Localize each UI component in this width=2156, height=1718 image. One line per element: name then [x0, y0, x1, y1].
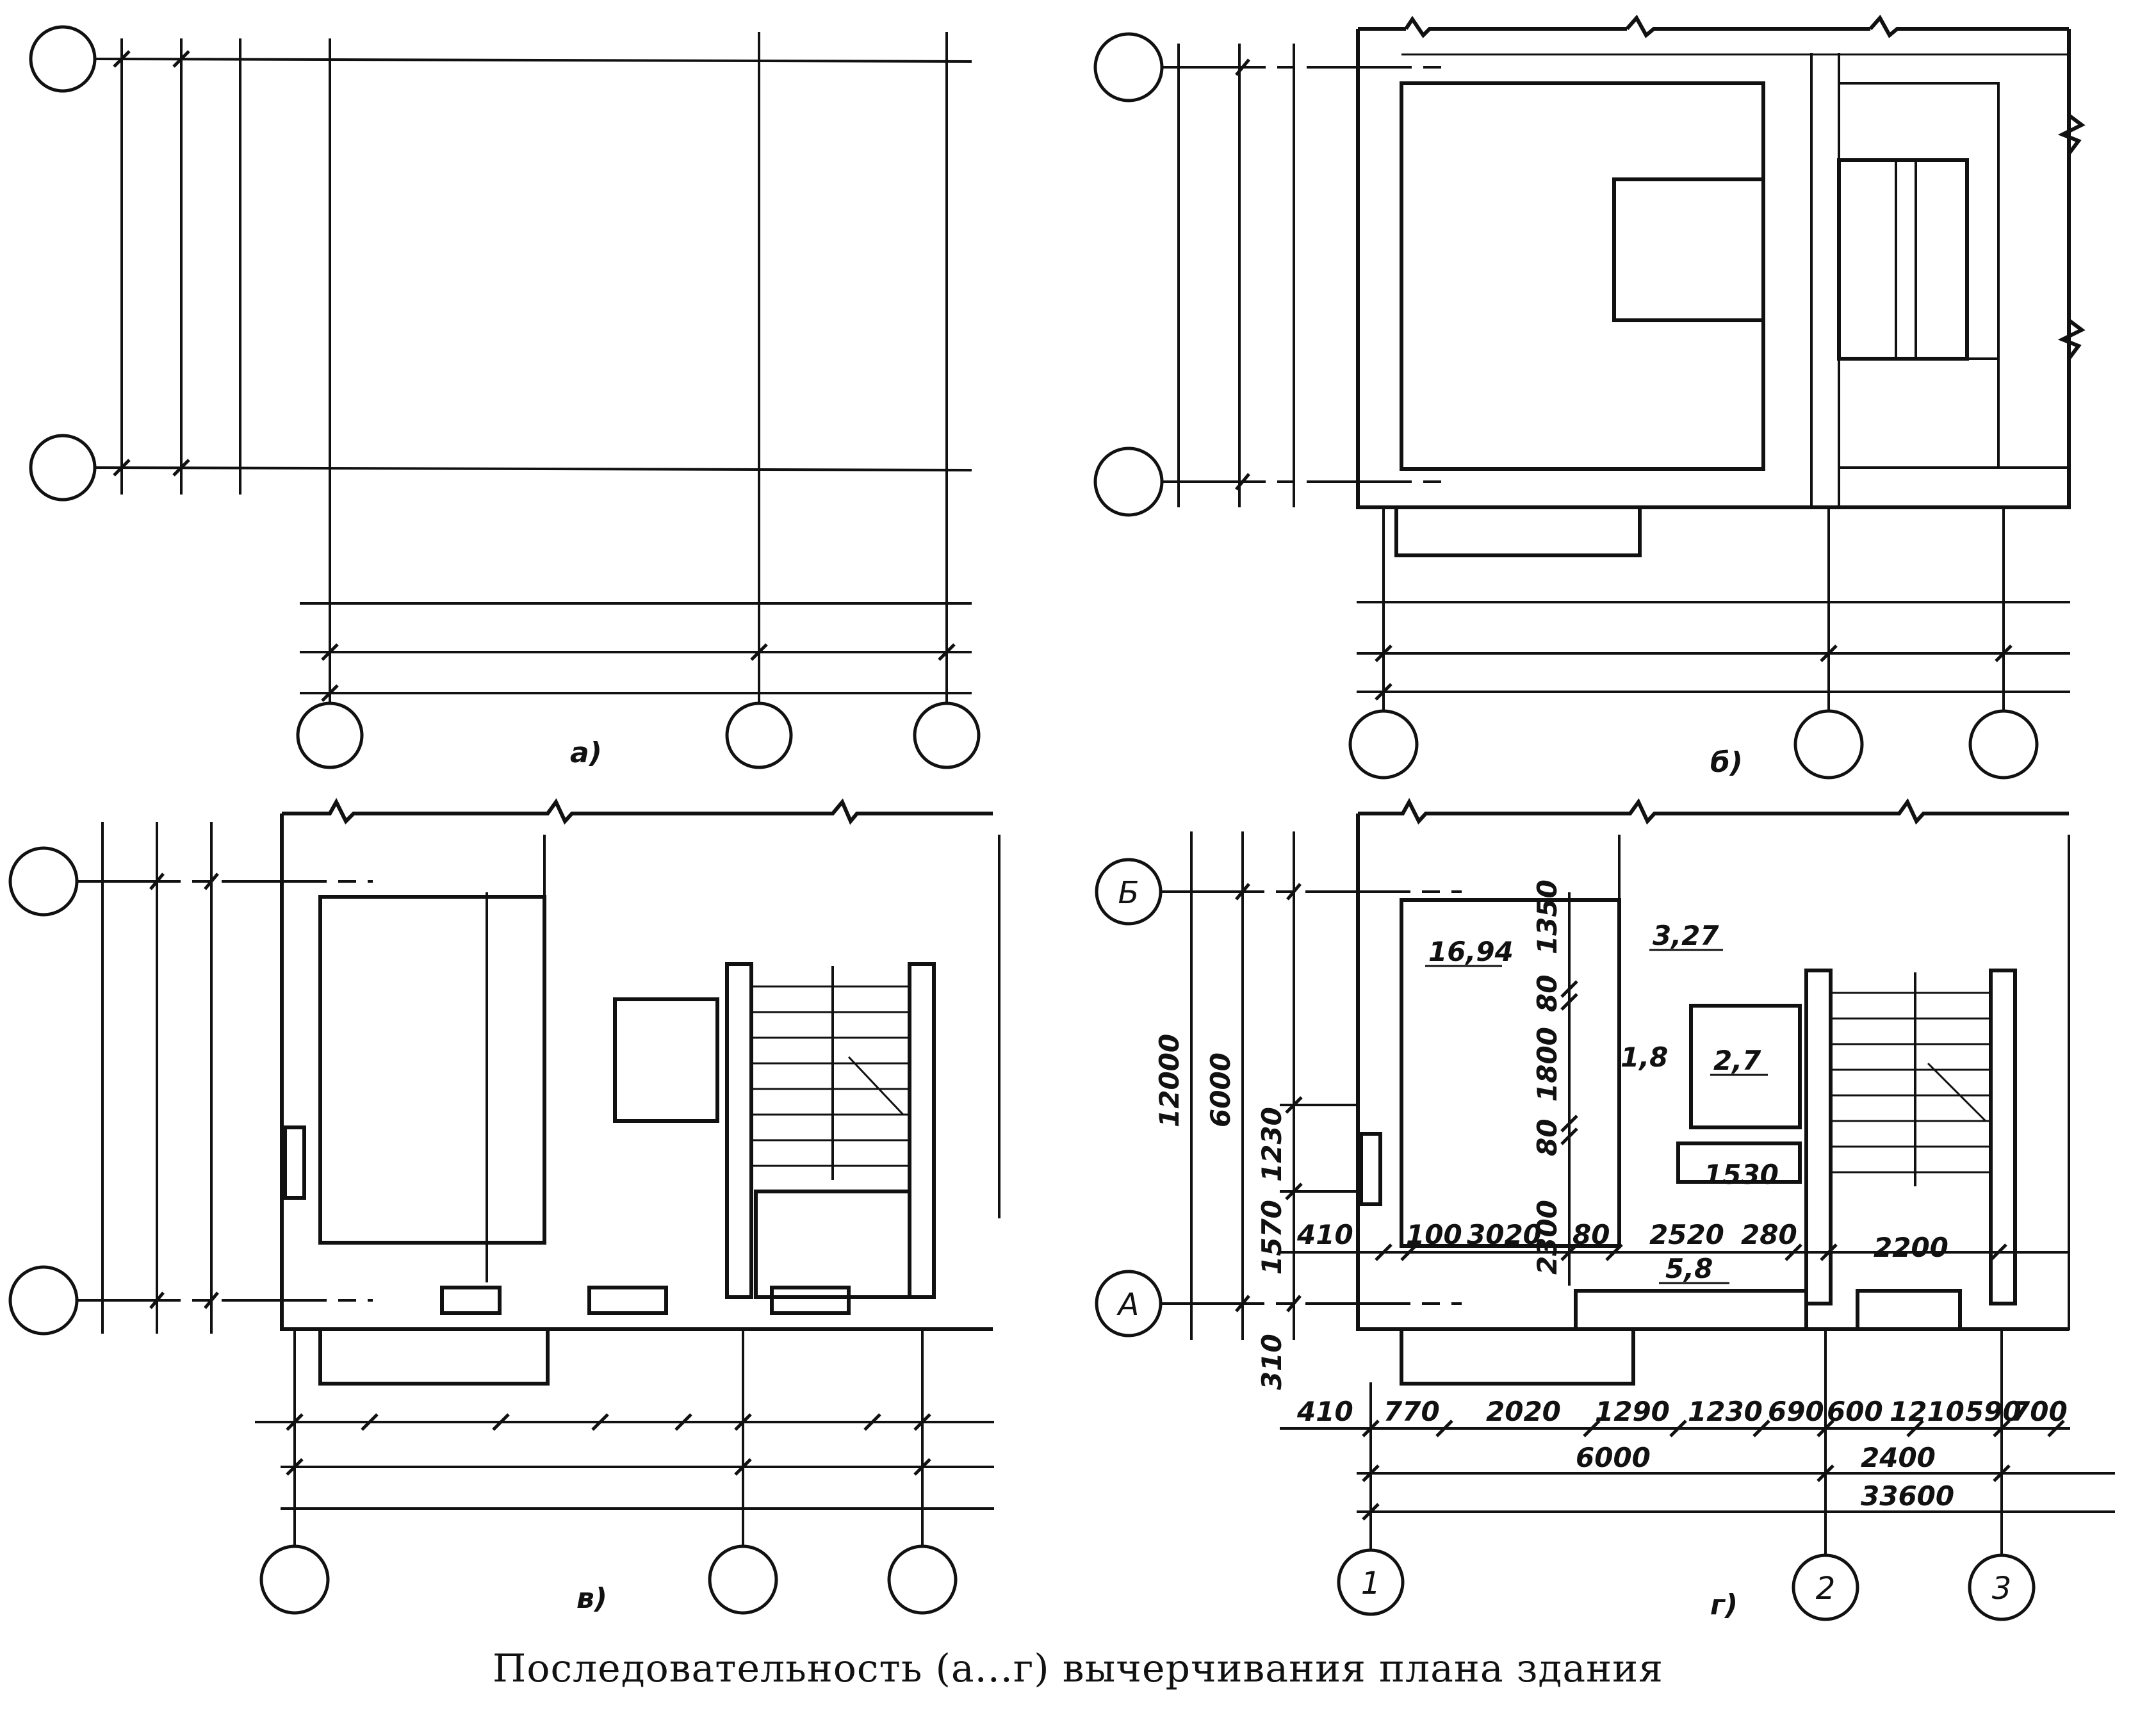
dim-b-410: 410 [1296, 1396, 1353, 1427]
axis-label-B: Б [1118, 875, 1139, 911]
dim-row-410: 410 [1296, 1219, 1353, 1250]
dim-row-80: 80 [1572, 1219, 1610, 1250]
axis-marker-circle [913, 701, 981, 769]
axis-marker-circle [29, 25, 97, 93]
axis-label-A: А [1116, 1287, 1139, 1323]
dim-80-a: 80 [1531, 975, 1563, 1012]
dim-1570: 1570 [1256, 1200, 1287, 1275]
axis-marker-circle [296, 701, 364, 769]
dim-1230-v: 1230 [1256, 1107, 1287, 1182]
axis-label-3: 3 [1992, 1571, 2012, 1607]
dim-b-600: 600 [1827, 1396, 1883, 1427]
area-hall: 1,8 [1621, 1042, 1668, 1073]
dim-b-690: 690 [1768, 1396, 1824, 1427]
panel-label-b: б) [1710, 746, 1743, 779]
dim-b-770: 770 [1384, 1396, 1440, 1427]
axis-label-2: 2 [1816, 1571, 1836, 1607]
panel-label-g: г) [1710, 1589, 1738, 1621]
dim-80-b: 80 [1531, 1119, 1563, 1156]
dim-b-1230: 1230 [1688, 1396, 1763, 1427]
dim-12000: 12000 [1154, 1034, 1185, 1127]
dim-row-2200: 2200 [1874, 1232, 1948, 1263]
axis-marker-circle [725, 701, 793, 769]
axis-marker-3 [1968, 1553, 2036, 1621]
stair-flight [751, 966, 910, 1180]
area-kitchen: 5,8 [1665, 1253, 1713, 1284]
dim-b-1210: 1210 [1890, 1396, 1964, 1427]
dim-2300: 2300 [1531, 1200, 1563, 1275]
dim-row-100: 100 [1406, 1219, 1462, 1250]
dim-1350: 1350 [1531, 879, 1563, 954]
stair-flight [1831, 972, 1991, 1186]
dim-total-6000: 6000 [1576, 1442, 1651, 1473]
dim-6000-v: 6000 [1205, 1052, 1236, 1127]
figure-caption: Последовательность (а...г) вычерчивания … [493, 1646, 1663, 1691]
axis-marker-circle [29, 434, 97, 502]
dim-row-2520: 2520 [1649, 1219, 1724, 1250]
axis-label-1: 1 [1361, 1566, 1381, 1601]
panel-g: Б А [1095, 798, 2115, 1621]
panel-label-v: в) [576, 1582, 607, 1615]
area-room-main: 16,94 [1428, 936, 1514, 967]
dim-row-3020: 3020 [1467, 1219, 1542, 1250]
dim-b-590: 590 [1965, 1396, 2021, 1427]
area-room-small: 3,27 [1653, 920, 1719, 951]
dim-total-33600: 33600 [1861, 1480, 1954, 1512]
dim-1800: 1800 [1531, 1027, 1563, 1102]
panel-b: б) [1093, 14, 2086, 780]
dim-310: 310 [1256, 1334, 1287, 1390]
panel-v: в) [8, 798, 1000, 1615]
panel-label-a: а) [570, 737, 602, 769]
dim-b-2020: 2020 [1486, 1396, 1561, 1427]
area-bath: 2,7 [1713, 1045, 1761, 1076]
axis-marker-2 [1792, 1553, 1859, 1621]
dim-row-280: 280 [1741, 1219, 1797, 1250]
dim-1530: 1530 [1704, 1159, 1779, 1190]
dim-b-700: 700 [2011, 1396, 2068, 1427]
dim-total-2400: 2400 [1861, 1442, 1936, 1473]
panel-a: а) [29, 25, 981, 769]
dim-b-1290: 1290 [1595, 1396, 1670, 1427]
axis-marker-1 [1337, 1548, 1405, 1616]
